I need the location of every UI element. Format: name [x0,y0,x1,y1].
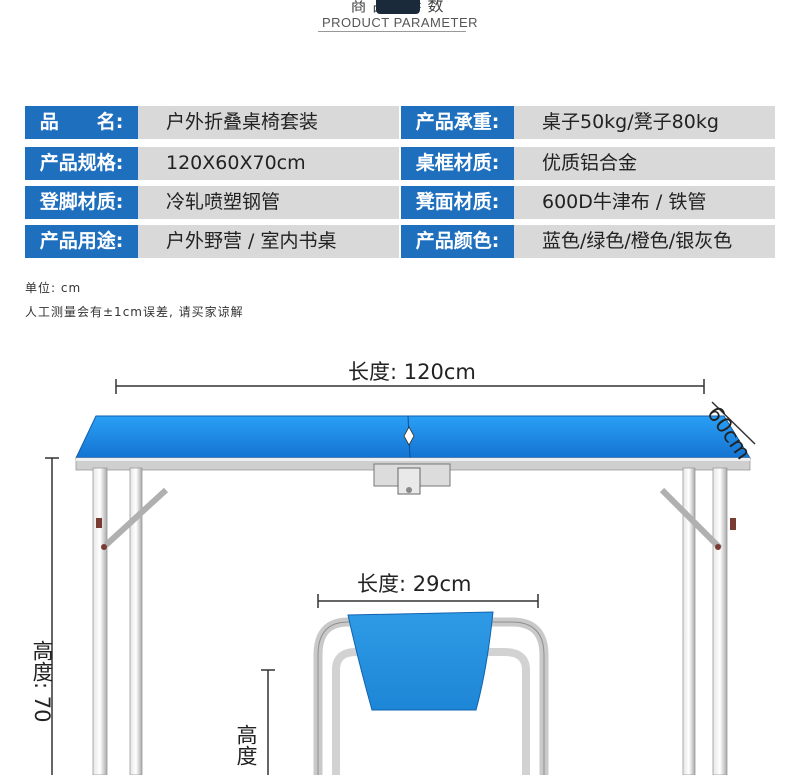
param-label: 产品颜色: [401,225,514,258]
stool-height-label: 高度 [234,724,258,766]
param-label: 产品用途: [25,225,138,258]
width-dimension-line [711,401,756,445]
param-label: 桌框材质: [401,147,514,180]
param-row: 产品规格: 120X60X70cm 桌框材质: 优质铝合金 [25,147,775,180]
param-label: 品 名: [25,106,138,139]
table-height-label: 高度: 70 [30,640,54,723]
tolerance-note: 人工测量会有±1cm误差, 请买家谅解 [25,305,244,319]
table-length-label: 长度: 120cm [348,360,476,384]
param-label: 产品规格: [25,147,138,180]
header-divider [318,31,466,32]
header: 商品 参数 PRODUCT PARAMETER [0,0,800,60]
param-value: 户外折叠桌椅套装 [138,106,399,139]
unit-note: 单位: cm [25,281,82,295]
stool-height-dimension-line [261,669,275,775]
height-dimension-line [45,457,59,775]
param-label: 凳面材质: [401,186,514,219]
param-row: 品 名: 户外折叠桌椅套装 产品承重: 桌子50kg/凳子80kg [25,106,775,139]
param-value: 优质铝合金 [514,147,775,180]
param-value: 600D牛津布 / 铁管 [514,186,775,219]
stool-length-label: 长度: 29cm [357,572,472,596]
param-label: 产品承重: [401,106,514,139]
param-row: 登脚材质: 冷轧喷塑钢管 凳面材质: 600D牛津布 / 铁管 [25,186,775,219]
stool-length-dimension-line [317,594,539,608]
stool [313,611,549,775]
table-top [75,415,751,471]
param-value: 120X60X70cm [138,147,399,180]
param-value: 冷轧喷塑钢管 [138,186,399,219]
length-dimension-line [115,379,705,394]
table-legs [92,467,736,776]
header-title-en: PRODUCT PARAMETER [321,15,479,30]
param-row: 产品用途: 户外野营 / 室内书桌 产品颜色: 蓝色/绿色/橙色/银灰色 [25,225,775,258]
param-label: 登脚材质: [25,186,138,219]
param-value: 户外野营 / 室内书桌 [138,225,399,258]
table-stool-illustration [45,379,756,776]
param-value: 桌子50kg/凳子80kg [514,106,775,139]
header-logo-mark [376,0,420,14]
hinge-bracket [373,463,451,495]
param-value: 蓝色/绿色/橙色/银灰色 [514,225,775,258]
product-diagram: 长度: 120cm 60cm 高度: 70 长度: 29cm 高度 [0,340,800,776]
